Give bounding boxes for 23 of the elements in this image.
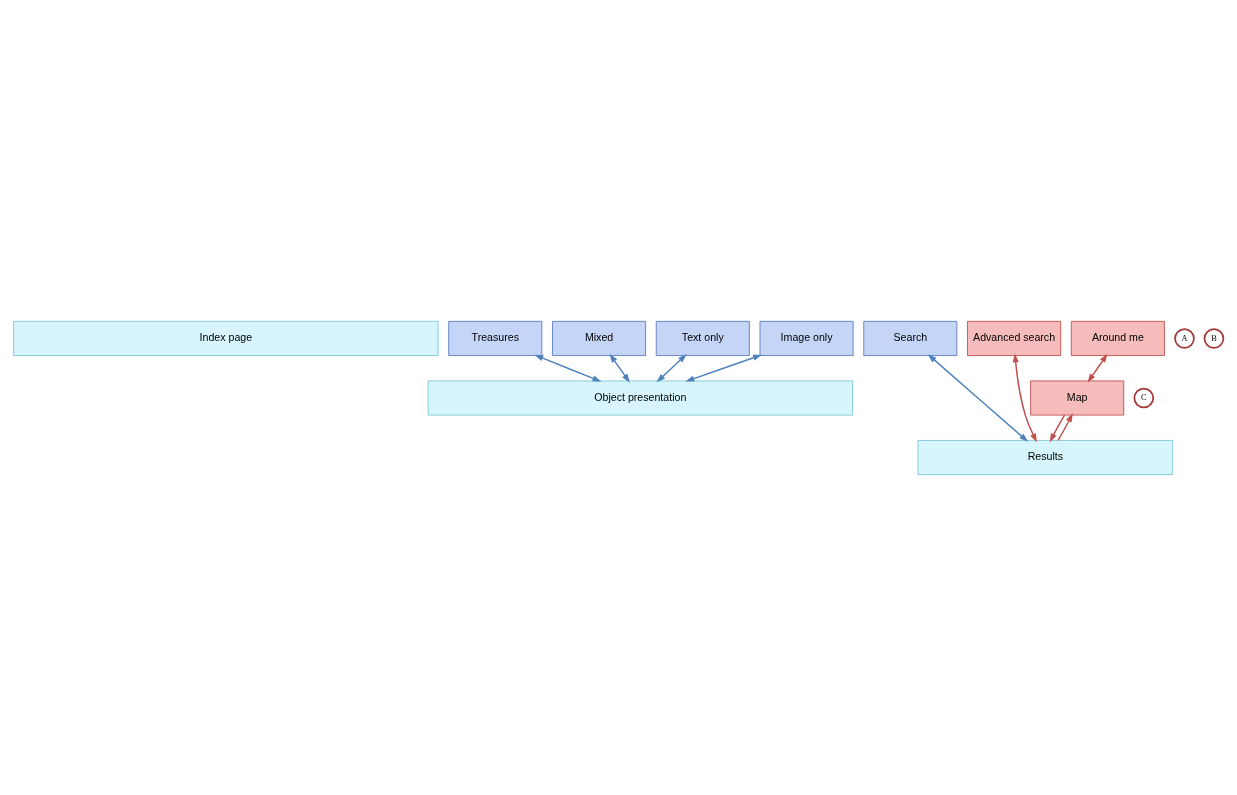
node-box: Mixed xyxy=(552,320,647,356)
node-circle: A xyxy=(1174,327,1195,349)
node-box: Index page xyxy=(13,320,439,356)
node-box: Text only xyxy=(655,320,750,356)
arrow xyxy=(685,354,762,382)
node-circle: C xyxy=(1133,387,1155,408)
arrow xyxy=(534,354,602,382)
node-box: Results xyxy=(917,439,1174,475)
arrow xyxy=(656,353,687,382)
arrow xyxy=(609,353,630,383)
node-box: Image only xyxy=(759,320,854,356)
arrow xyxy=(1012,352,1037,442)
node-box: Around me xyxy=(1070,320,1165,356)
node-box: Advanced search xyxy=(967,320,1062,356)
arrow xyxy=(927,353,1029,442)
arrow xyxy=(1087,353,1108,383)
node-box: Object presentation xyxy=(427,379,853,416)
node-circle: B xyxy=(1203,327,1225,349)
node-box: Map xyxy=(1030,379,1125,416)
node-box: Treasures xyxy=(448,320,543,356)
arrow xyxy=(1049,413,1066,442)
arrow xyxy=(1057,412,1073,441)
node-box: Search xyxy=(863,320,958,356)
